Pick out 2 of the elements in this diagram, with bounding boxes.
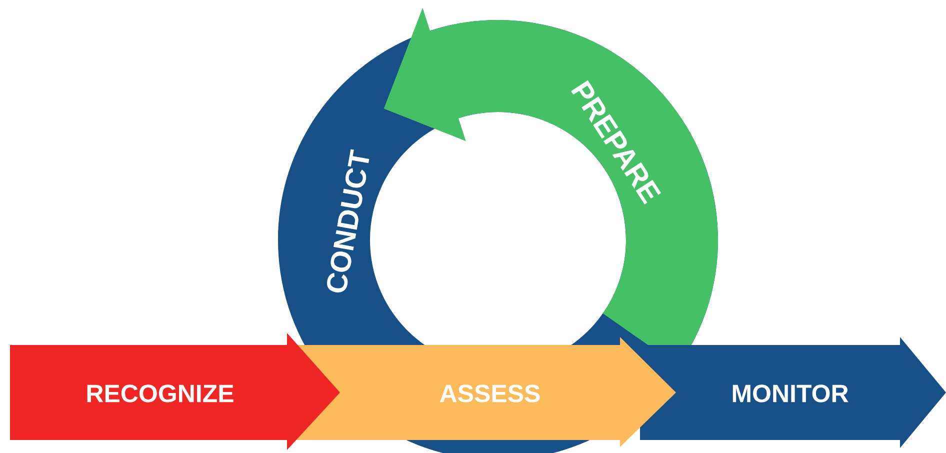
arrow-banner: RECOGNIZE [10,333,340,450]
arrow-banner: MONITOR [640,337,946,448]
